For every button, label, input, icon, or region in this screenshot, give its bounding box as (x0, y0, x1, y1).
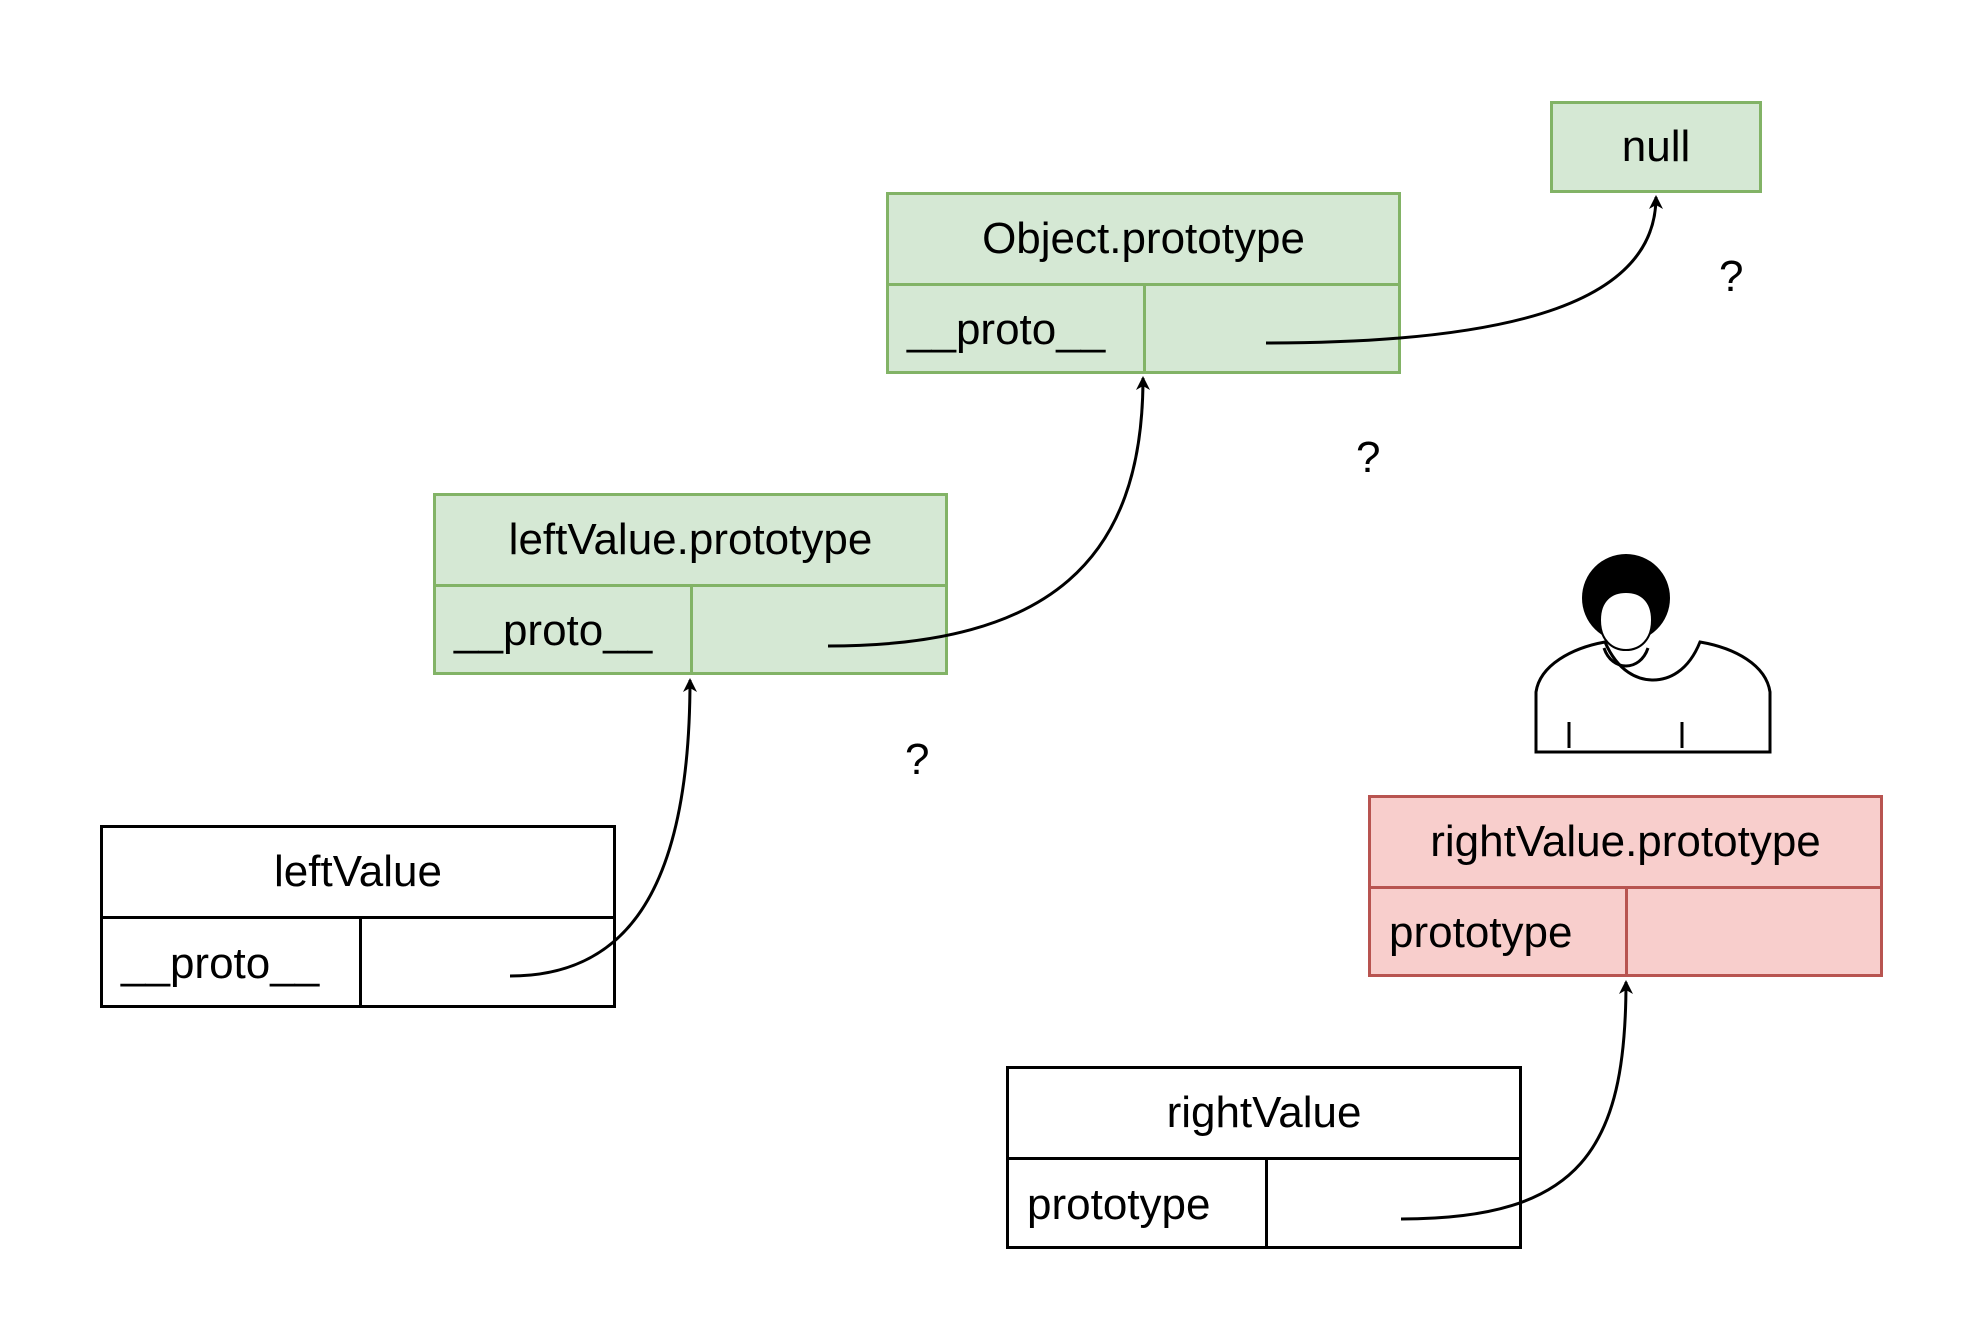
leftvalue-title: leftValue (274, 847, 442, 896)
divider-v (1625, 886, 1628, 977)
question-mark: ? (1356, 433, 1381, 482)
null-node[interactable]: null (1550, 101, 1762, 193)
leftvalue-prototype-node[interactable]: leftValue.prototype __proto__ (433, 493, 948, 675)
object-prototype-node[interactable]: Object.prototype __proto__ (886, 192, 1401, 374)
null-label: null (1621, 122, 1691, 171)
leftvalue-prototype-title: leftValue.prototype (508, 515, 873, 564)
object-prototype-proto-field: __proto__ (907, 305, 1106, 354)
divider-v (690, 584, 693, 675)
leftvalue-node[interactable]: leftValue __proto__ (100, 825, 616, 1008)
divider-v (1143, 283, 1146, 374)
object-prototype-title: Object.prototype (982, 214, 1305, 263)
leftvalue-prototype-proto-field: __proto__ (454, 606, 653, 655)
rightvalue-title: rightValue (1166, 1088, 1362, 1137)
question-mark: ? (905, 735, 930, 784)
divider-h (103, 916, 613, 919)
rightvalue-prototype-node[interactable]: rightValue.prototype prototype (1368, 795, 1883, 977)
divider-v (1265, 1157, 1268, 1249)
person-icon (1534, 554, 1772, 754)
leftvalue-proto-field: __proto__ (121, 938, 320, 988)
divider-h (1009, 1157, 1519, 1160)
rightvalue-node[interactable]: rightValue prototype (1006, 1066, 1522, 1249)
rightvalue-prototype-field: prototype (1389, 908, 1573, 957)
rightvalue-prototype-title: rightValue.prototype (1430, 817, 1821, 866)
divider-v (359, 916, 362, 1008)
question-mark: ? (1719, 252, 1744, 301)
rightvalue-prototype-field: prototype (1027, 1179, 1211, 1229)
